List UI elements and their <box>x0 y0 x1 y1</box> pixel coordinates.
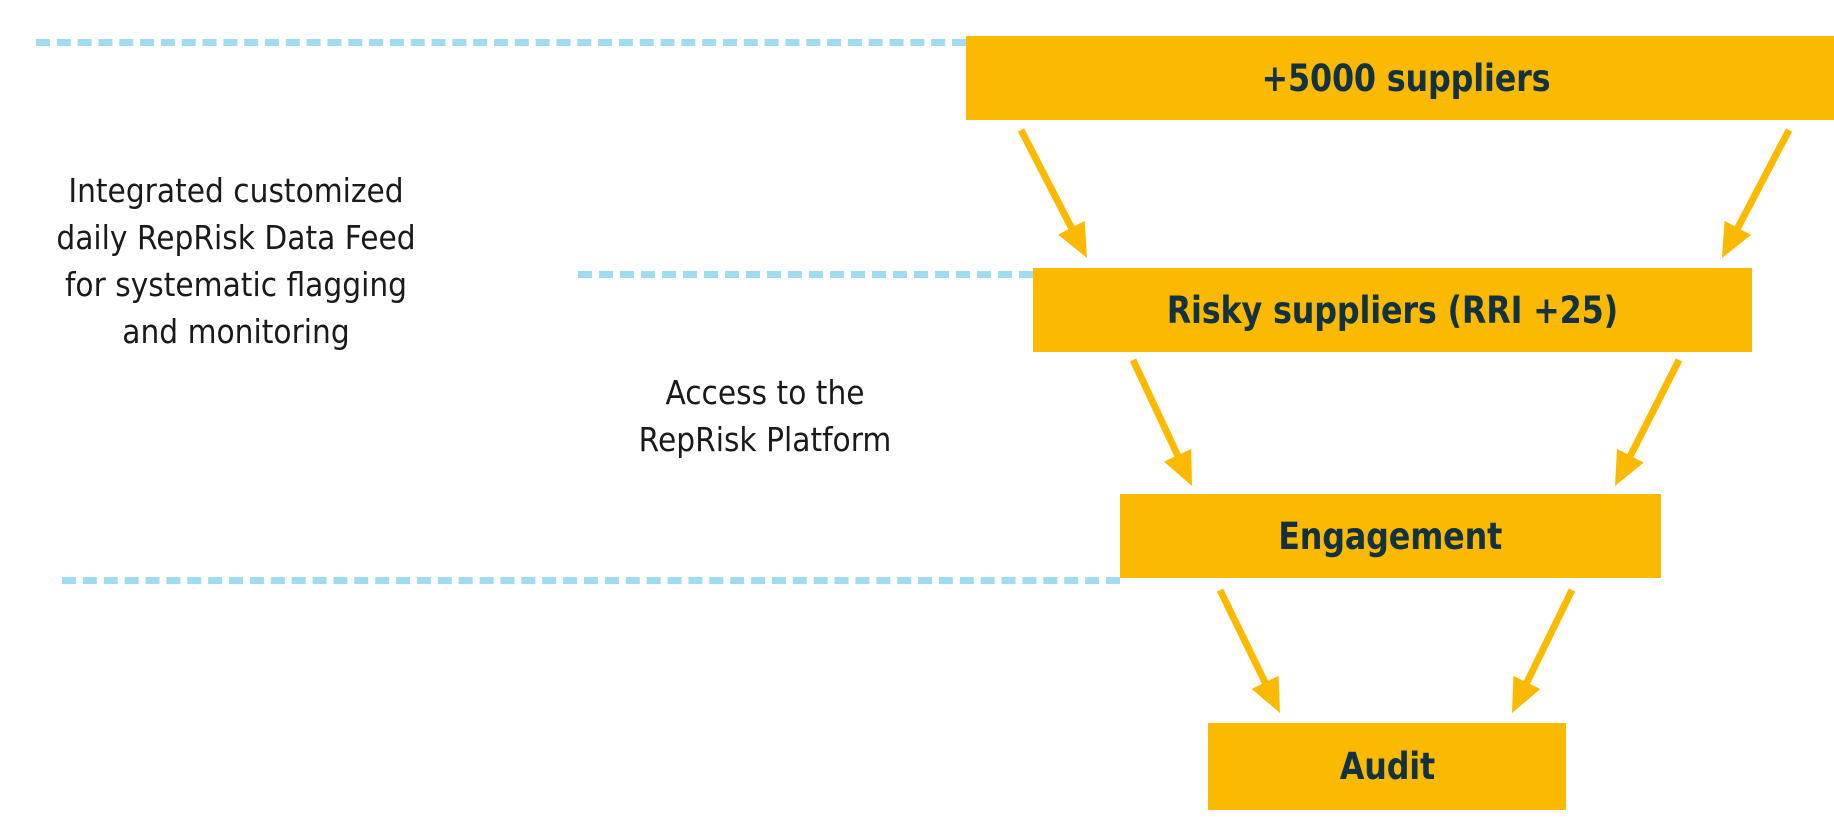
tier-1-guide <box>36 39 966 46</box>
funnel-step-box[interactable]: Audit <box>1208 723 1566 810</box>
engagement-to-audit-left <box>1216 588 1280 713</box>
funnel-step-label: +5000 suppliers <box>1261 56 1551 100</box>
data-feed-note: Integrated customized daily RepRisk Data… <box>56 171 416 351</box>
engagement-to-audit-right <box>1512 588 1576 713</box>
tier-2-guide <box>578 271 1033 278</box>
funnel-step-box[interactable]: +5000 suppliers <box>966 36 1834 120</box>
tier-3-guide <box>62 577 1120 584</box>
funnel-step-label: Engagement <box>1278 514 1503 558</box>
risky-to-engagement-left <box>1129 358 1192 486</box>
funnel-step-box[interactable]: Engagement <box>1120 494 1661 578</box>
platform-access-note: Access to the RepRisk Platform <box>638 373 892 459</box>
funnel-step-label: Risky suppliers (RRI +25) <box>1166 288 1619 332</box>
funnel-step-label: Audit <box>1339 745 1435 788</box>
suppliers-to-risky-left <box>1017 128 1087 258</box>
risky-to-engagement-right <box>1615 358 1683 486</box>
suppliers-to-risky-right <box>1722 128 1793 258</box>
funnel-step-box[interactable]: Risky suppliers (RRI +25) <box>1033 268 1752 352</box>
